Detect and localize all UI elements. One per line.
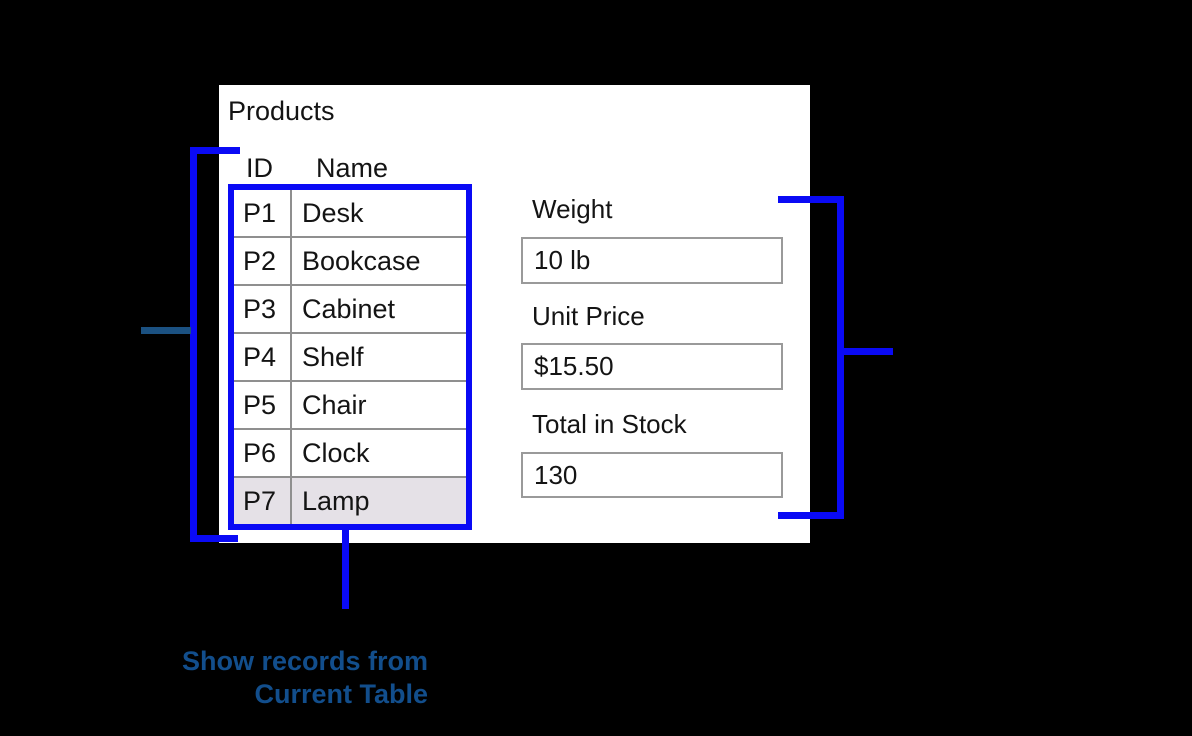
record-id: P5: [234, 382, 292, 428]
table-row[interactable]: P1 Desk: [234, 190, 466, 236]
table-row[interactable]: P6 Clock: [234, 428, 466, 476]
right-bracket-top-tick: [778, 196, 844, 203]
table-row[interactable]: P4 Shelf: [234, 332, 466, 380]
record-name: Shelf: [302, 341, 364, 372]
record-name: Desk: [302, 197, 364, 228]
records-list: P1 Desk P2 Bookcase P3 Cabinet P4 Shelf …: [228, 184, 472, 530]
caption-line-2: Current Table: [254, 679, 428, 709]
left-bracket-top-tick: [190, 147, 240, 154]
column-header-name: Name: [316, 153, 389, 183]
total-in-stock-input[interactable]: 130: [521, 452, 783, 498]
left-bracket-line: [190, 147, 197, 542]
record-name: Clock: [302, 437, 370, 468]
record-id: P1: [234, 190, 292, 236]
form-title: Products: [228, 96, 335, 126]
products-form-window: Products ID Name P1 Desk P2 Bookcase P3 …: [219, 85, 810, 543]
record-id: P6: [234, 430, 292, 476]
left-pointer-line: [141, 327, 191, 334]
column-header-id: ID: [246, 153, 273, 183]
right-pointer-line: [843, 348, 893, 355]
record-id: P3: [234, 286, 292, 332]
total-in-stock-value: 130: [534, 459, 578, 490]
unit-price-value: $15.50: [534, 351, 614, 381]
weight-input[interactable]: 10 lb: [521, 237, 783, 284]
left-bracket-bottom-tick: [190, 535, 238, 542]
record-id: P2: [234, 238, 292, 284]
record-name: Cabinet: [302, 293, 396, 324]
table-row[interactable]: P2 Bookcase: [234, 236, 466, 284]
right-bracket-bottom-tick: [778, 512, 844, 519]
table-row[interactable]: P5 Chair: [234, 380, 466, 428]
record-name: Chair: [302, 389, 367, 420]
connector-line: [342, 530, 349, 609]
unit-price-input[interactable]: $15.50: [521, 343, 783, 390]
weight-label: Weight: [532, 194, 613, 224]
weight-value: 10 lb: [534, 245, 591, 275]
record-name: Lamp: [302, 485, 370, 516]
annotation-caption: Show records from Current Table: [128, 645, 428, 711]
table-row[interactable]: P7 Lamp: [234, 476, 466, 524]
total-in-stock-label: Total in Stock: [532, 409, 687, 439]
record-id: P7: [234, 478, 292, 524]
unit-price-label: Unit Price: [532, 301, 645, 331]
right-bracket-line: [837, 196, 844, 519]
table-row[interactable]: P3 Cabinet: [234, 284, 466, 332]
record-name: Bookcase: [302, 245, 421, 276]
record-id: P4: [234, 334, 292, 380]
caption-line-1: Show records from: [181, 646, 428, 676]
